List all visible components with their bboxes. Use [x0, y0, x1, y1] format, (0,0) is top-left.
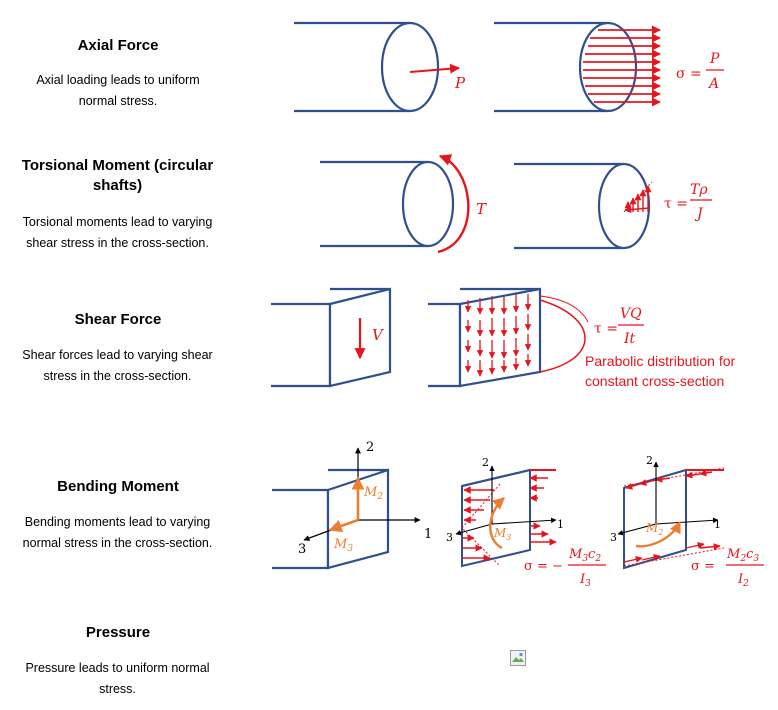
- parabolic-note-1: Parabolic distribution for: [585, 353, 736, 369]
- m3-label-left: M3: [333, 537, 353, 554]
- axial-frac-num: P: [709, 51, 720, 67]
- shear-frac-den: It: [623, 331, 636, 347]
- shear-frac-num: VQ: [620, 306, 642, 322]
- axis-1-right: 1: [714, 518, 721, 531]
- torsion-frac-num: Tρ: [690, 182, 708, 198]
- axial-cylinder-right: [494, 21, 638, 113]
- sigma-eq-m2: σ =: [691, 559, 715, 574]
- parabolic-note-2: constant cross-section: [585, 373, 724, 389]
- m3-vector: [328, 518, 359, 533]
- axis-2-right: 2: [646, 454, 653, 467]
- axis-3-middle: 3: [446, 531, 453, 544]
- axial-force-title: Axial Force: [77, 37, 159, 54]
- m2-label-right: M2: [645, 521, 663, 537]
- axial-p-label: P: [454, 74, 466, 92]
- axis-1-left: 1: [424, 527, 432, 542]
- i3-den: I3: [579, 572, 591, 589]
- bending-m3-stress-arrows: [462, 474, 557, 562]
- sigma-eq-axial: σ =: [676, 66, 702, 82]
- shear-force-title: Shear Force: [74, 311, 162, 328]
- pressure-title: Pressure: [85, 624, 151, 641]
- bending-moment-desc: Bending moments lead to varying normal s…: [22, 515, 213, 550]
- axial-cylinder-left: [294, 21, 440, 113]
- shear-v-label: V: [372, 326, 385, 344]
- shear-block-right: [428, 287, 542, 388]
- m2c3-num: M2c3: [726, 547, 759, 564]
- tau-eq-torsion: τ =: [664, 196, 688, 212]
- axial-force-arrow: [409, 63, 460, 74]
- axis-2-left: 2: [366, 440, 374, 455]
- torque-t-label: T: [476, 200, 487, 218]
- bending-block-middle: [461, 468, 556, 568]
- m3-label-middle: M3: [493, 526, 511, 542]
- axial-force-desc: Axial loading leads to uniform normal st…: [36, 73, 200, 108]
- axis-1-middle: 1: [557, 518, 564, 531]
- torsion-shear-arrows: [624, 185, 652, 213]
- parabola-callout: [539, 299, 586, 373]
- pressure-desc: Pressure leads to uniform normal stress.: [25, 661, 210, 696]
- torque-arrow: [437, 154, 470, 254]
- m2-curl-arrow: [635, 520, 682, 548]
- torsion-frac-den: J: [694, 206, 704, 222]
- torsion-title: Torsional Moment (circular shafts): [21, 157, 214, 194]
- bending-m2-stress-arrows: [623, 469, 721, 563]
- broken-image-icon: [510, 650, 526, 666]
- shear-stress-arrows: [464, 294, 532, 377]
- m2-label-left: M2: [363, 485, 383, 502]
- tau-eq-shear: τ =: [594, 321, 618, 337]
- axial-frac-den: A: [707, 76, 719, 92]
- m3-curl-arrow: [489, 497, 505, 550]
- bending-moment-title: Bending Moment: [57, 478, 179, 495]
- i2-den: I2: [737, 572, 749, 589]
- axis-2-middle: 2: [482, 456, 489, 469]
- axis-3-left: 3: [298, 542, 306, 557]
- torsion-cylinder-left: [320, 160, 455, 248]
- m3c2-num: M3c2: [568, 547, 601, 564]
- axis-3-right: 3: [610, 531, 617, 544]
- shear-force-desc: Shear forces lead to varying shear stres…: [22, 348, 213, 383]
- bending-axes-right: [617, 461, 719, 536]
- sigma-eq-m3: σ = −: [524, 559, 563, 574]
- torsion-cylinder-right: [514, 162, 651, 250]
- torsion-desc: Torsional moments lead to varying shear …: [22, 215, 213, 250]
- axial-stress-arrows: [583, 25, 661, 107]
